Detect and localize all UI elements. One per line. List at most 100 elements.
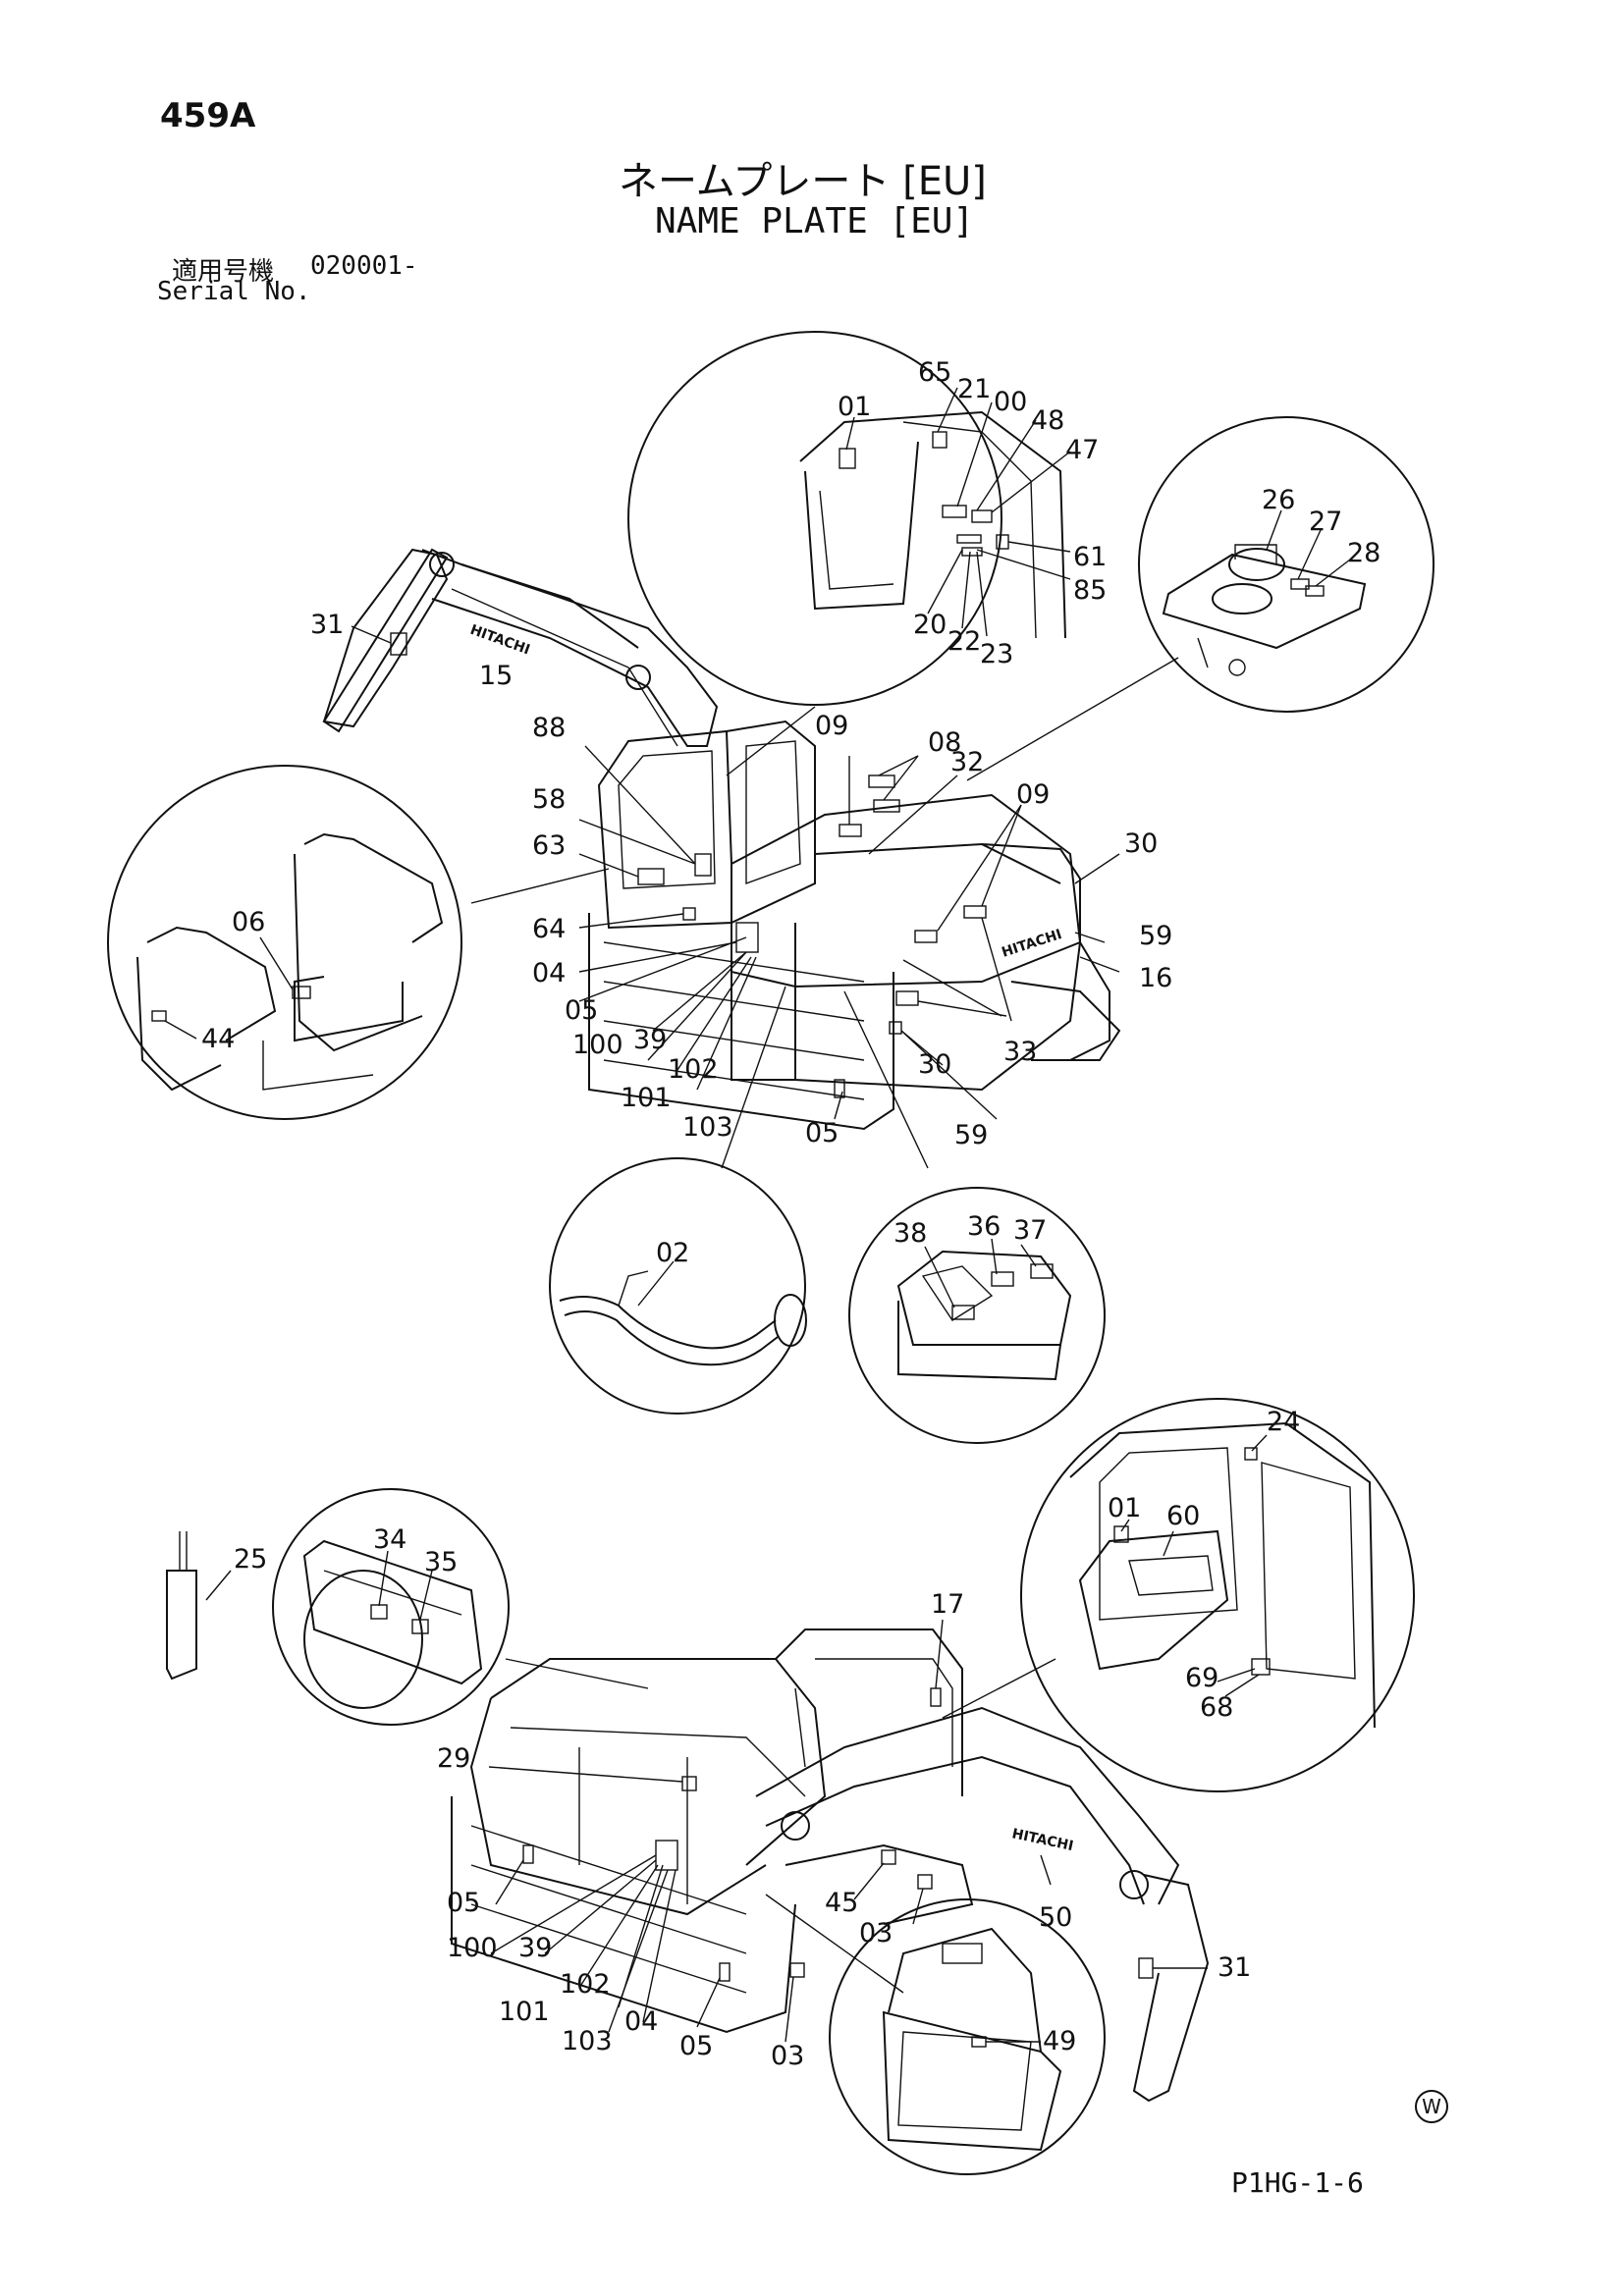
callout-24: 24 [1267, 1407, 1300, 1437]
callout-31: 31 [310, 610, 344, 640]
excavator-bottom-view: 25 HITACHI [166, 1531, 1210, 2103]
callout-101: 101 [621, 1083, 672, 1113]
brand-logo-bottom: HITACHI [1010, 1826, 1074, 1854]
callout-01-b: 01 [1108, 1493, 1141, 1523]
callout-35: 35 [424, 1547, 458, 1577]
callout-47: 47 [1065, 435, 1099, 465]
callout-68: 68 [1200, 1692, 1233, 1723]
plate-29 [681, 1776, 697, 1791]
detail-engine-cover: 49 [829, 1898, 1106, 2175]
plate-05-b [522, 1844, 534, 1864]
detail-top-right: 26 27 28 [1138, 416, 1435, 713]
plate-08-a [868, 774, 895, 788]
detail-battery: 38 36 37 [848, 1187, 1106, 1444]
callout-04: 04 [532, 958, 566, 988]
callout-101-b: 101 [499, 1997, 550, 2027]
plate-58 [694, 853, 712, 877]
title-japanese: ネームプレート [EU] [619, 159, 987, 204]
callout-04-b: 04 [624, 2006, 658, 2037]
page-id: 459A [160, 96, 256, 135]
plate-30 [895, 990, 919, 1006]
callout-labels-top: 31 15 88 58 63 64 04 05 100 39 102 101 1… [310, 610, 1172, 1150]
plate-09-b [914, 930, 938, 943]
callout-08: 08 [928, 727, 961, 758]
callout-37: 37 [1013, 1215, 1047, 1246]
plate-31-b [1138, 1957, 1154, 1979]
callout-05-d: 05 [679, 2031, 713, 2061]
drawing-code: P1HG-1-6 [1231, 2166, 1364, 2199]
callout-100-b: 100 [447, 1933, 498, 1963]
brand-logo-side: HITACHI [1000, 927, 1063, 961]
plate-64 [682, 907, 696, 921]
serial-label-japanese: 適用号機 [172, 257, 275, 287]
callout-05-c: 05 [447, 1888, 480, 1918]
callout-59-b: 59 [954, 1120, 988, 1150]
title-english: NAME PLATE [EU] [655, 201, 975, 241]
callout-100: 100 [572, 1030, 623, 1060]
callout-31-b: 31 [1218, 1952, 1251, 1983]
callout-26: 26 [1262, 485, 1295, 515]
callout-36: 36 [967, 1211, 1001, 1242]
plate-03 [917, 1874, 933, 1890]
callout-102-b: 102 [560, 1969, 611, 2000]
plate-05 [834, 1079, 845, 1098]
brand-logo-boom: HITACHI [468, 622, 532, 659]
plate-08-b [873, 799, 900, 813]
callout-01: 01 [838, 392, 871, 422]
callout-60: 60 [1166, 1501, 1200, 1531]
plate-09-a [839, 824, 862, 837]
callout-03: 03 [771, 2041, 804, 2071]
callout-63: 63 [532, 830, 566, 861]
tag-25 [166, 1570, 197, 1681]
serial-number: 020001- [310, 251, 418, 281]
callout-44: 44 [201, 1024, 235, 1054]
callout-85: 85 [1073, 575, 1107, 606]
callout-45: 45 [825, 1888, 858, 1918]
callout-33: 33 [1003, 1037, 1037, 1067]
callout-49: 49 [1043, 2026, 1076, 2056]
callout-88: 88 [532, 713, 566, 743]
callout-32: 32 [950, 747, 984, 777]
callout-65: 65 [918, 357, 951, 388]
callout-30: 30 [1124, 828, 1158, 859]
callout-25: 25 [234, 1544, 267, 1575]
detail-cab-interior: 01 65 21 00 48 47 61 85 20 22 23 [627, 331, 1107, 706]
detail-left-console: 06 44 [107, 765, 462, 1120]
callout-39: 39 [633, 1025, 667, 1055]
callout-22: 22 [947, 626, 981, 657]
callout-48: 48 [1031, 405, 1064, 436]
callout-103-b: 103 [562, 2026, 613, 2056]
callout-59: 59 [1139, 921, 1172, 951]
callout-50: 50 [1039, 1902, 1072, 1933]
callout-05: 05 [565, 995, 598, 1026]
serial-label-english: Serial No. [157, 277, 311, 306]
callout-06: 06 [232, 907, 265, 937]
callout-23: 23 [980, 639, 1013, 669]
callout-20: 20 [913, 610, 947, 640]
plate-17 [930, 1687, 942, 1707]
callout-09: 09 [815, 711, 848, 741]
callout-64: 64 [532, 914, 566, 944]
callout-15: 15 [479, 661, 513, 691]
plate-04-b [655, 1840, 678, 1871]
callout-30-b: 30 [918, 1049, 951, 1080]
plate-09-c [963, 905, 987, 919]
callout-21: 21 [957, 374, 991, 404]
callout-09-b: 09 [1016, 779, 1050, 810]
callout-29: 29 [437, 1743, 470, 1774]
excavator-top-view: HITACHI HITACHI [322, 548, 1179, 1169]
detail-hose: 02 [549, 1157, 807, 1415]
callout-02: 02 [656, 1238, 689, 1268]
callout-102: 102 [668, 1054, 719, 1085]
callout-00: 00 [994, 387, 1027, 417]
callout-61: 61 [1073, 542, 1107, 572]
callout-05-b: 05 [805, 1118, 839, 1148]
callout-labels-bottom: 17 29 05 100 39 102 101 103 04 05 03 45 … [437, 1589, 1251, 2071]
callout-27: 27 [1309, 507, 1342, 537]
callout-103: 103 [682, 1112, 733, 1143]
callout-16: 16 [1139, 963, 1172, 993]
callout-34: 34 [373, 1524, 406, 1555]
plate-05-c [719, 1962, 731, 1982]
plate-03-b [789, 1962, 805, 1978]
watermark-symbol: W [1415, 2090, 1448, 2123]
